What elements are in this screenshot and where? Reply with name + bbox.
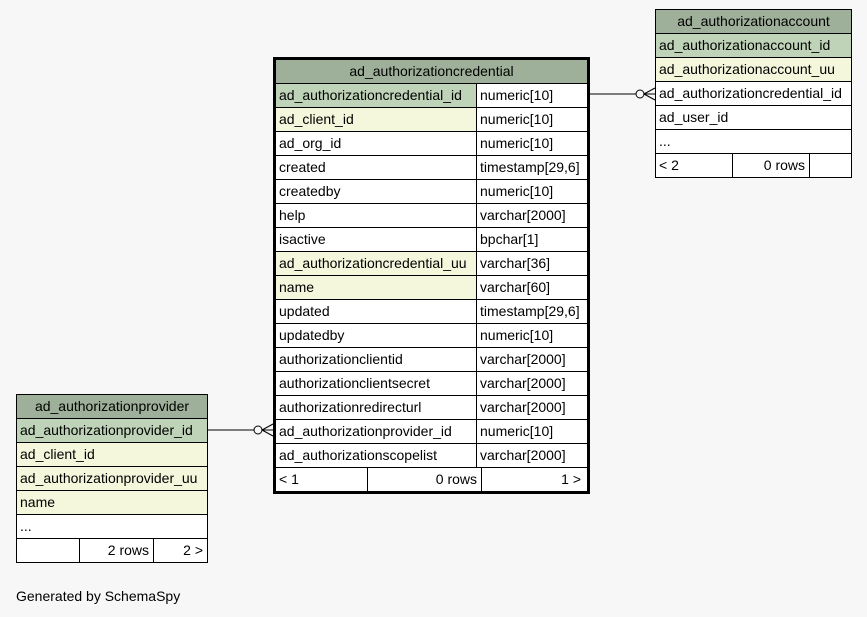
table-title[interactable]: ad_authorizationprovider — [16, 394, 208, 419]
column-type[interactable]: numeric[10] — [475, 323, 590, 348]
column-name[interactable]: ad_authorizationprovider_uu — [16, 466, 208, 491]
column-type[interactable]: varchar[2000] — [475, 443, 590, 468]
column-type[interactable]: numeric[10] — [475, 131, 590, 156]
column-name[interactable]: ad_authorizationcredential_uu — [274, 251, 477, 276]
column-name[interactable]: authorizationclientid — [274, 347, 477, 372]
table-row[interactable]: ad_authorizationprovider_id — [16, 418, 208, 443]
column-name[interactable]: ad_authorizationprovider_id — [16, 418, 208, 443]
column-name[interactable]: ad_authorizationaccount_uu — [655, 57, 852, 82]
table-row[interactable]: ad_authorizationprovider_uu — [16, 466, 208, 491]
column-name[interactable]: ad_authorizationaccount_id — [655, 33, 852, 58]
column-name[interactable]: updatedby — [274, 323, 477, 348]
column-type[interactable]: timestamp[29,6] — [475, 155, 590, 180]
column-type[interactable]: numeric[10] — [475, 179, 590, 204]
table-ad-authorizationprovider[interactable]: ad_authorizationprovider ad_authorizatio… — [16, 394, 208, 563]
column-name[interactable]: authorizationclientsecret — [274, 371, 477, 396]
column-name[interactable]: ad_authorizationcredential_id — [655, 81, 852, 106]
column-name[interactable]: created — [274, 155, 477, 180]
column-name[interactable]: ad_user_id — [655, 105, 852, 130]
column-type[interactable]: varchar[2000] — [475, 347, 590, 372]
table-row[interactable]: ad_client_id — [16, 442, 208, 467]
column-name[interactable]: ad_org_id — [274, 131, 477, 156]
table-row[interactable]: ad_authorizationaccount_id — [655, 33, 852, 58]
column-type[interactable]: numeric[10] — [475, 83, 590, 108]
table-row[interactable]: name — [16, 490, 208, 515]
column-name[interactable]: authorizationredirecturl — [274, 395, 477, 420]
column-type[interactable]: varchar[36] — [475, 251, 590, 276]
table-title[interactable]: ad_authorizationcredential — [273, 58, 590, 84]
relation-provider-to-credential — [207, 423, 274, 437]
column-name[interactable]: ad_authorizationscopelist — [274, 443, 477, 468]
table-row[interactable]: ad_authorizationaccount_uu — [655, 57, 852, 82]
column-name[interactable]: isactive — [274, 227, 477, 252]
row-count[interactable]: 0 rows — [732, 153, 810, 178]
column-name[interactable]: ad_authorizationcredential_id — [274, 83, 477, 108]
column-name[interactable]: name — [274, 275, 477, 300]
children-link[interactable]: 2 > — [153, 538, 208, 563]
table-row[interactable]: ad_user_id — [655, 105, 852, 130]
children-link[interactable] — [809, 153, 852, 178]
table-ad-authorizationaccount[interactable]: ad_authorizationaccount ad_authorization… — [655, 9, 852, 178]
column-name[interactable]: updated — [274, 299, 477, 324]
column-name[interactable]: ... — [655, 129, 852, 154]
generated-by-text: Generated by SchemaSpy — [16, 588, 181, 604]
column-name[interactable]: ad_client_id — [274, 107, 477, 132]
children-link[interactable]: 1 > — [561, 471, 582, 487]
column-type[interactable]: varchar[2000] — [475, 371, 590, 396]
column-type[interactable]: bpchar[1] — [475, 227, 590, 252]
table-row[interactable]: ... — [16, 514, 208, 539]
table-title[interactable]: ad_authorizationaccount — [655, 9, 852, 34]
row-count[interactable]: 2 rows — [79, 538, 154, 563]
table-ad-authorizationcredential[interactable]: ad_authorizationcredential ad_authorizat… — [273, 57, 591, 494]
column-name[interactable]: createdby — [274, 179, 477, 204]
relation-credential-to-account — [588, 87, 656, 101]
column-type[interactable]: numeric[10] — [475, 419, 590, 444]
column-type[interactable]: varchar[60] — [475, 275, 590, 300]
column-name[interactable]: help — [274, 203, 477, 228]
parents-link[interactable]: < 1 — [276, 468, 368, 491]
column-type[interactable]: varchar[2000] — [475, 395, 590, 420]
row-count: 0 rows — [368, 468, 482, 491]
table-row[interactable]: ... — [655, 129, 852, 154]
column-name[interactable]: name — [16, 490, 208, 515]
parents-link[interactable]: < 2 — [655, 153, 733, 178]
column-name[interactable]: ... — [16, 514, 208, 539]
column-type[interactable]: timestamp[29,6] — [475, 299, 590, 324]
table-row[interactable]: ad_authorizationcredential_id — [655, 81, 852, 106]
parents-link[interactable] — [16, 538, 80, 563]
column-name[interactable]: ad_client_id — [16, 442, 208, 467]
column-name[interactable]: ad_authorizationprovider_id — [274, 419, 477, 444]
column-type[interactable]: numeric[10] — [475, 107, 590, 132]
column-type[interactable]: varchar[2000] — [475, 203, 590, 228]
